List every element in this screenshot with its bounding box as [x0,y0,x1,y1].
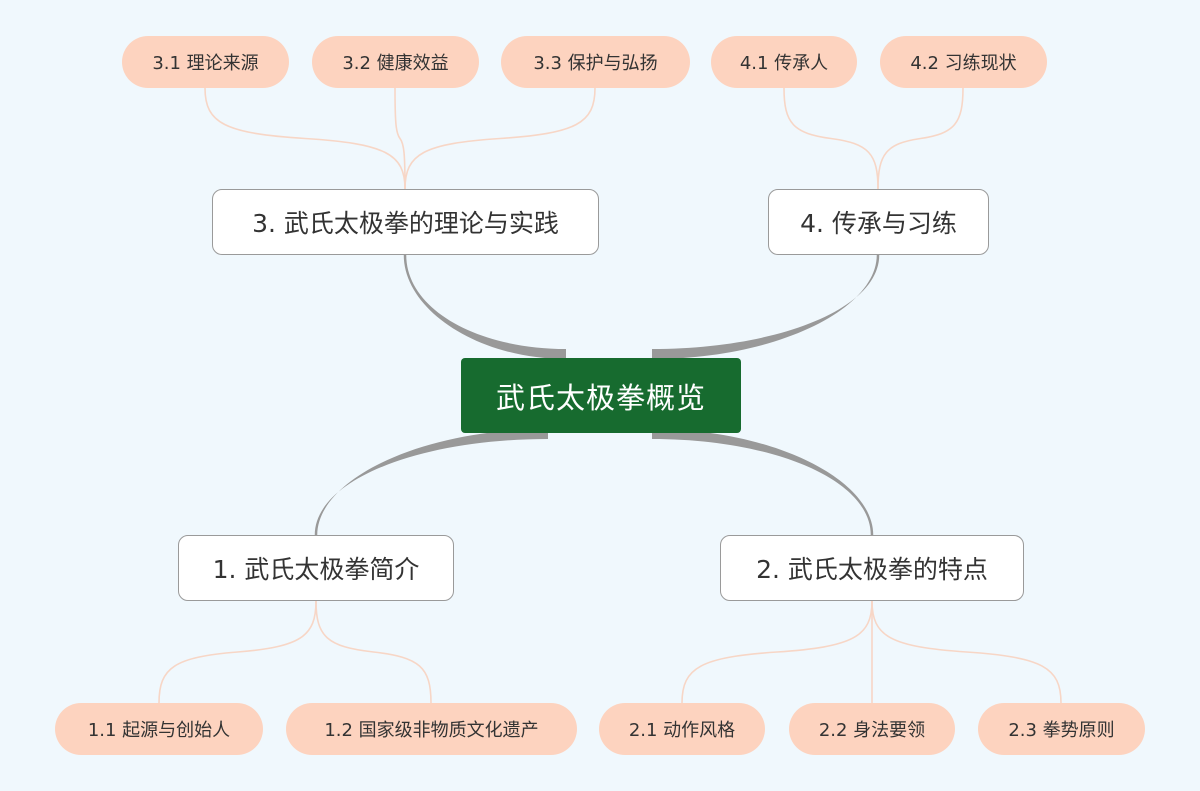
leaf-health-benefits[interactable]: 3.2 健康效益 [312,36,479,88]
leaf-protection-promotion[interactable]: 3.3 保护与弘扬 [501,36,690,88]
leaf-theory-source[interactable]: 3.1 理论来源 [122,36,289,88]
connector-leaf-4-1 [783,87,879,190]
connector-leaf-2-3 [871,600,1062,704]
leaf-intangible-heritage[interactable]: 1.2 国家级非物质文化遗产 [286,703,577,755]
leaf-origin-founder[interactable]: 1.1 起源与创始人 [55,703,263,755]
leaf-body-method[interactable]: 2.2 身法要领 [789,703,955,755]
connector-branch-intro [314,429,548,535]
connector-branch-theory [403,255,566,359]
branch-theory-practice[interactable]: 3. 武氏太极拳的理论与实践 [212,189,599,255]
connector-branch-inheritance [652,255,880,359]
leaf-practice-status[interactable]: 4.2 习练现状 [880,36,1047,88]
connector-leaf-3-2 [394,87,406,190]
leaf-movement-style[interactable]: 2.1 动作风格 [599,703,765,755]
connector-branch-features [652,429,874,535]
leaf-connectors [158,87,1062,704]
connector-leaf-1-2 [315,600,432,704]
connector-leaf-4-2 [877,87,964,190]
leaf-inheritors[interactable]: 4.1 传承人 [711,36,857,88]
branch-features[interactable]: 2. 武氏太极拳的特点 [720,535,1024,601]
connector-leaf-1-1 [158,600,317,704]
connector-leaf-3-3 [404,87,596,190]
connector-leaf-3-1 [204,87,406,190]
central-topic[interactable]: 武氏太极拳概览 [461,358,741,433]
branch-inheritance[interactable]: 4. 传承与习练 [768,189,989,255]
connector-leaf-2-1 [681,600,873,704]
leaf-posture-principles[interactable]: 2.3 拳势原则 [978,703,1145,755]
branch-intro[interactable]: 1. 武氏太极拳简介 [178,535,454,601]
main-connectors [314,255,880,535]
